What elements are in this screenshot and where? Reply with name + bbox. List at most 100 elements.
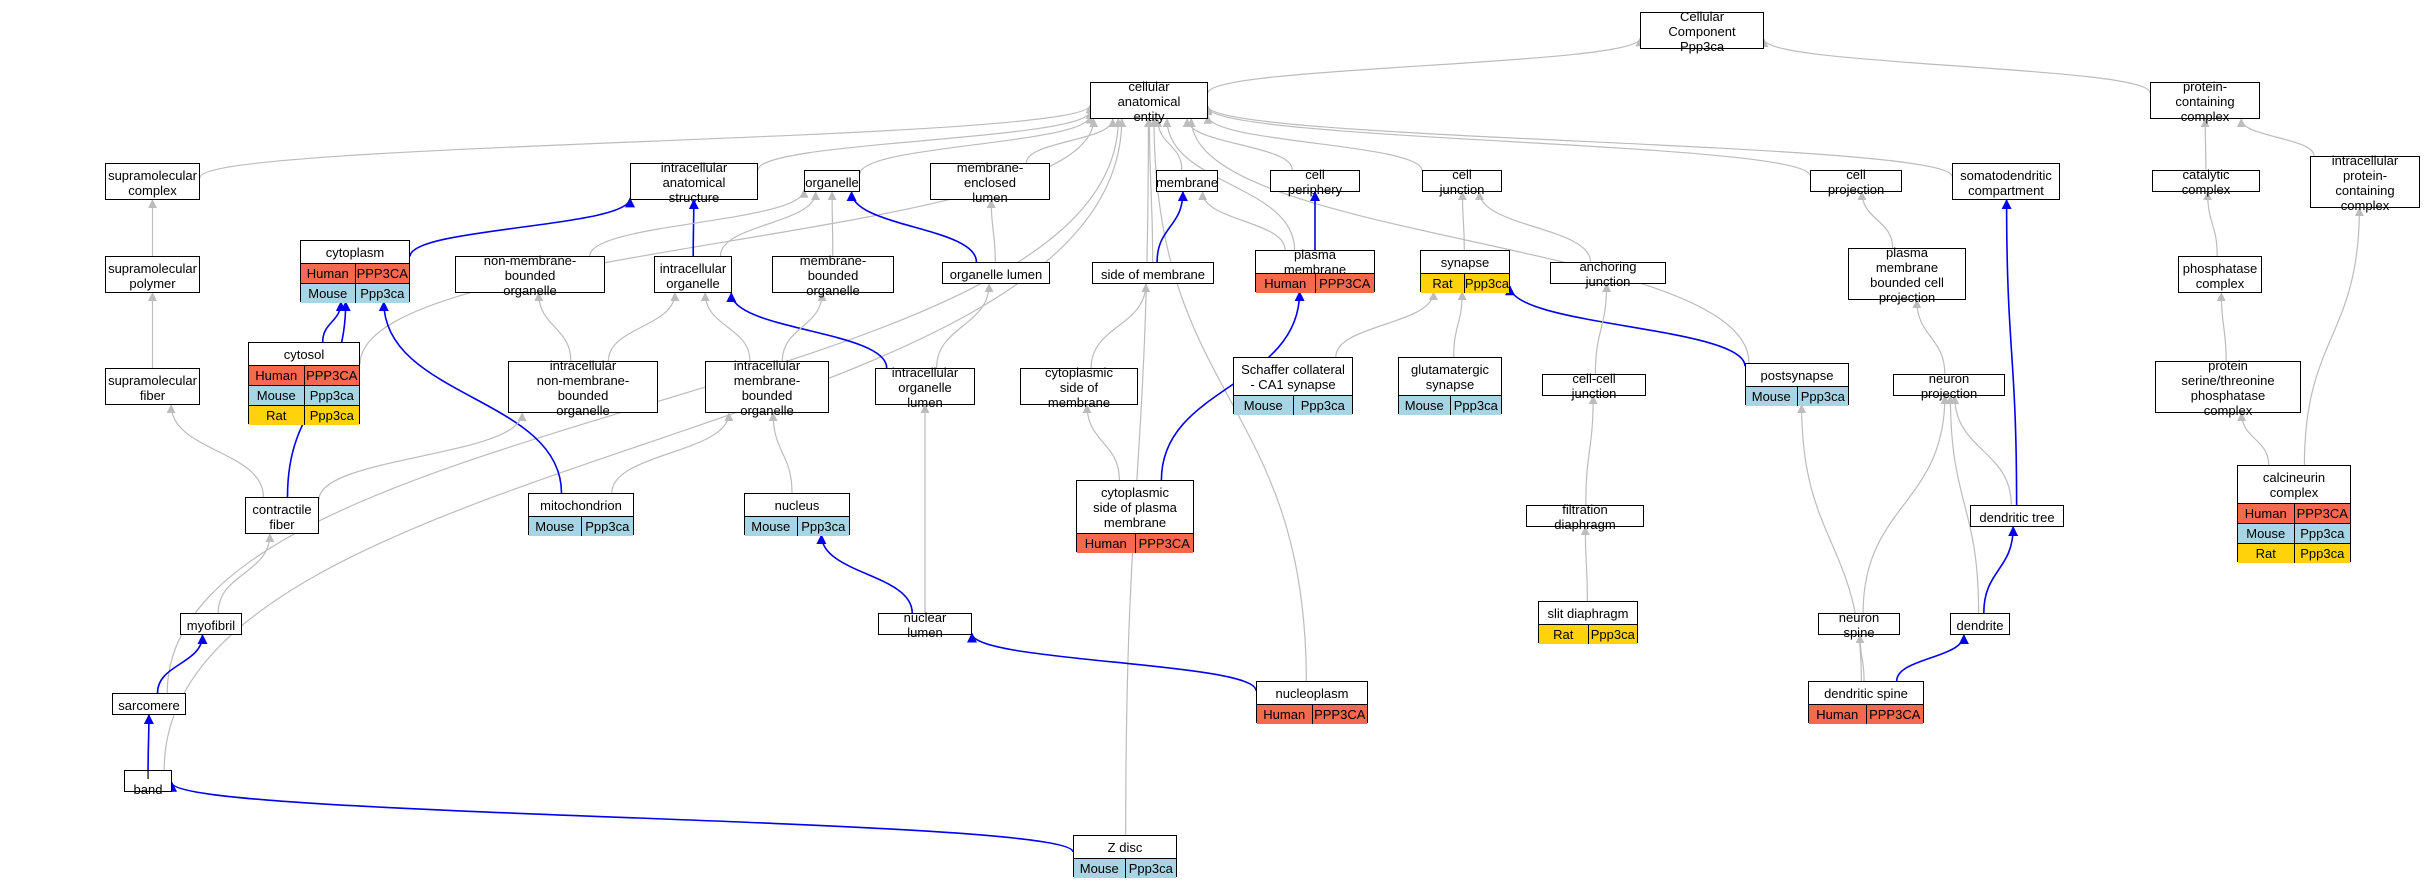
go-term-node-cae[interactable]: cellular anatomical entity <box>1090 79 1208 124</box>
is-a-edge-contractile-to-inmbo <box>318 412 527 500</box>
go-term-node-supcomplex[interactable]: supramolecular complex <box>105 163 200 200</box>
go-term-node-catcomplex[interactable]: catalytic complex <box>2152 167 2260 197</box>
go-term-node-mel[interactable]: membrane-enclosed lumen <box>930 160 1050 205</box>
is-a-edge-ias-to-cae <box>757 110 1095 171</box>
go-term-node-ipcc[interactable]: intracellular protein-containing complex <box>2310 153 2420 213</box>
is-a-edge-cellproj-to-cae <box>1203 106 1811 177</box>
gene-symbol: Ppp3ca <box>1587 625 1638 644</box>
species-label: Mouse <box>1079 861 1119 876</box>
go-term-node-ccjunction[interactable]: cell-cell junction <box>1542 371 1646 401</box>
go-term-label: cytoplasm <box>325 244 385 260</box>
part-of-edge-intorg-to-ias <box>688 199 699 257</box>
is-a-edge-synapse-to-celljunction <box>1457 191 1467 251</box>
go-term-node-anchjunction[interactable]: anchoring junction <box>1550 259 1666 289</box>
is-a-edge-cytsidemem-to-sidemem <box>1090 283 1151 369</box>
go-term-node-contractile[interactable]: contractile fiber <box>245 497 319 534</box>
go-term-node-somato[interactable]: somatodendritic compartment <box>1952 163 2060 200</box>
go-term-node-psptp[interactable]: protein serine/threonine phosphatase com… <box>2155 358 2301 418</box>
go-term-node-myofibril[interactable]: myofibril <box>180 613 242 635</box>
go-term-node-intorg[interactable]: intracellular organelle <box>654 256 732 293</box>
is-a-edge-catcomplex-to-pcc <box>2200 118 2210 171</box>
go-term-node-root[interactable]: Cellular Component Ppp3ca <box>1640 9 1764 54</box>
go-term-node-nuclumen[interactable]: nuclear lumen <box>878 610 972 640</box>
go-term-node-cellproj[interactable]: cell projection <box>1810 167 1902 197</box>
go-term-node-ias[interactable]: intracellular anatomical structure <box>630 160 758 205</box>
go-term-label: membrane-enclosed lumen <box>956 160 1024 205</box>
go-term-node-sidemem[interactable]: side of membrane <box>1092 262 1214 284</box>
gene-symbol: PPP3CA <box>2293 504 2351 523</box>
go-term-node-dendtree[interactable]: dendritic tree <box>1970 505 2064 527</box>
is-a-edge-calcineurin-to-psptp <box>2237 412 2270 466</box>
go-term-label: plasma membrane bounded cell projection <box>1870 245 1944 305</box>
go-term-label: glutamatergic synapse <box>1410 361 1490 392</box>
is-a-edge-imbo-to-mbo <box>781 292 827 362</box>
is-a-edge-ccjunction-to-anchjunction <box>1594 283 1612 375</box>
go-term-node-neuronspine[interactable]: neuron spine <box>1818 610 1900 640</box>
go-term-node-organelle[interactable]: organelle <box>804 170 860 192</box>
go-term-node-cytsidemem[interactable]: cytoplasmic side of membrane <box>1020 365 1138 410</box>
go-term-node-iband[interactable]: I band <box>124 767 172 797</box>
go-term-node-phoscomplex[interactable]: phosphatase complex <box>2178 256 2262 293</box>
go-term-node-orglumen[interactable]: organelle lumen <box>942 262 1050 284</box>
go-term-label: I band <box>133 767 163 797</box>
go-term-label: cellular anatomical entity <box>1117 79 1181 124</box>
go-term-node-nmbo[interactable]: non-membrane-bounded organelle <box>455 253 605 298</box>
go-term-label: somatodendritic compartment <box>1960 167 2052 198</box>
go-term-node-iol[interactable]: intracellular organelle lumen <box>875 365 975 410</box>
is-a-edge-nmbo-to-organelle <box>589 188 809 257</box>
go-term-node-imbo[interactable]: intracellular membrane-bounded organelle <box>705 358 829 418</box>
go-term-label: protein-containing complex <box>2175 79 2235 124</box>
go-term-node-celljunction[interactable]: cell junction <box>1422 167 1502 197</box>
go-term-label: dendrite <box>1956 617 2004 633</box>
part-of-edge-sidemem-to-membrane <box>1156 191 1188 263</box>
go-term-label: side of membrane <box>1100 266 1206 282</box>
go-term-node-neuronproj[interactable]: neuron projection <box>1893 371 2005 401</box>
is-a-edge-dendspine-to-neuronspine <box>1855 634 1865 682</box>
go-term-node-filtration[interactable]: filtration diaphragm <box>1526 502 1644 532</box>
species-label: Rat <box>1553 627 1574 642</box>
species-label: Mouse <box>2246 526 2286 541</box>
is-a-edge-nucleus-to-imbo <box>768 412 793 494</box>
go-term-node-suppolymer[interactable]: supramolecular polymer <box>105 256 200 293</box>
species-label: Human <box>255 368 298 383</box>
go-term-label: membrane-bounded organelle <box>799 253 867 298</box>
gene-symbol: Ppp3ca <box>354 284 410 303</box>
go-term-node-membrane[interactable]: membrane <box>1156 170 1218 192</box>
go-term-node-sarcomere[interactable]: sarcomere <box>112 693 186 715</box>
go-term-node-cellperiph[interactable]: cell periphery <box>1270 167 1360 197</box>
gene-symbol: PPP3CA <box>1865 705 1924 724</box>
is-a-edge-neuronspine-to-neuronproj <box>1862 395 1950 614</box>
go-term-node-dendrite[interactable]: dendrite <box>1950 613 2010 635</box>
is-a-edge-iol-to-orglumen <box>936 283 994 369</box>
go-term-label: postsynapse <box>1760 367 1834 383</box>
go-term-node-supfiber[interactable]: supramolecular fiber <box>105 368 200 405</box>
is-a-edge-imbo-to-intorg <box>700 292 751 362</box>
species-label: Mouse <box>1751 389 1791 404</box>
gene-symbol: Ppp3ca <box>1463 274 1509 293</box>
go-term-node-pcc[interactable]: protein-containing complex <box>2150 79 2260 124</box>
go-term-label: neuron projection <box>1920 371 1978 401</box>
species-label: Human <box>1264 276 1307 291</box>
go-term-node-pmbcp[interactable]: plasma membrane bounded cell projection <box>1848 245 1966 305</box>
go-term-node-mbo[interactable]: membrane-bounded organelle <box>772 253 894 298</box>
go-term-node-inmbo[interactable]: intracellular non-membrane-bounded organ… <box>508 358 658 418</box>
